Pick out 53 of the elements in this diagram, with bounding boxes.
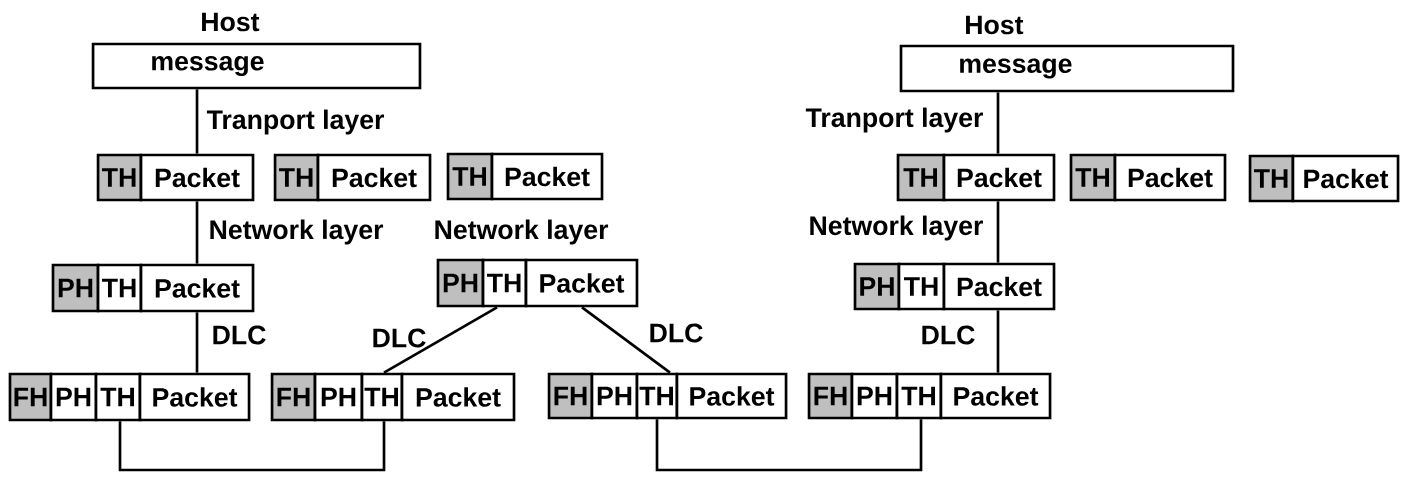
header-field-box: TH	[273, 153, 320, 202]
packet-field-box: Packet	[1291, 154, 1400, 203]
packet-field-box: PH	[49, 372, 98, 422]
layer-label: Network layer	[210, 219, 384, 245]
header-field-box: TH	[1069, 153, 1117, 202]
connector-line	[195, 312, 199, 373]
layer-label: DLC	[650, 323, 703, 343]
header-field-box: FH	[270, 372, 317, 422]
packet-field-box: Packet	[942, 153, 1056, 202]
layer-label: DLC	[373, 328, 426, 348]
host-label: Host	[966, 15, 1024, 35]
header-field-box: PH	[853, 262, 901, 311]
packet-field-box: PH	[313, 372, 364, 422]
header-field-box: PH	[51, 263, 100, 313]
host-label: Host	[202, 12, 260, 32]
header-field-box: TH	[96, 153, 143, 202]
header-field-box: TH	[1248, 154, 1295, 203]
connector-line	[996, 92, 1000, 154]
packet-field-box: TH	[96, 263, 143, 313]
packet-field-box: TH	[895, 372, 943, 420]
layer-label: DLC	[213, 325, 266, 345]
packet-field-box: TH	[481, 258, 528, 308]
packet-field-box: TH	[94, 372, 142, 422]
connector-line	[996, 310, 1000, 373]
connector-line	[655, 419, 923, 472]
header-field-box: FH	[547, 372, 594, 420]
connector-line	[383, 306, 498, 374]
header-field-box: FH	[807, 372, 854, 420]
connector-line	[581, 306, 671, 374]
layer-label: Tranport layer	[805, 107, 983, 133]
packet-field-box: TH	[360, 372, 404, 422]
packet-field-box: TH	[897, 262, 946, 311]
header-field-box: FH	[8, 372, 53, 422]
packet-field-box: Packet	[1113, 153, 1227, 202]
packet-field-box: Packet	[316, 153, 432, 202]
message-box: message	[91, 42, 422, 90]
connector-line	[195, 201, 199, 264]
header-field-box: TH	[896, 153, 946, 202]
packet-field-box: Packet	[139, 153, 255, 202]
header-field-box: TH	[446, 152, 494, 201]
layer-label: Network layer	[435, 219, 609, 245]
packet-field-box: TH	[635, 372, 679, 420]
message-box: message	[899, 44, 1235, 93]
connector-line	[118, 421, 386, 472]
packet-field-box: PH	[850, 372, 899, 420]
layer-label: Network layer	[810, 215, 983, 241]
header-field-box: PH	[436, 258, 485, 308]
connector-line	[195, 89, 199, 154]
connector-line	[996, 201, 1000, 263]
packet-field-box: PH	[590, 372, 639, 420]
packet-field-box: Packet	[490, 152, 604, 201]
layer-label: Tranport layer	[206, 109, 385, 135]
layer-label: DLC	[922, 325, 975, 345]
